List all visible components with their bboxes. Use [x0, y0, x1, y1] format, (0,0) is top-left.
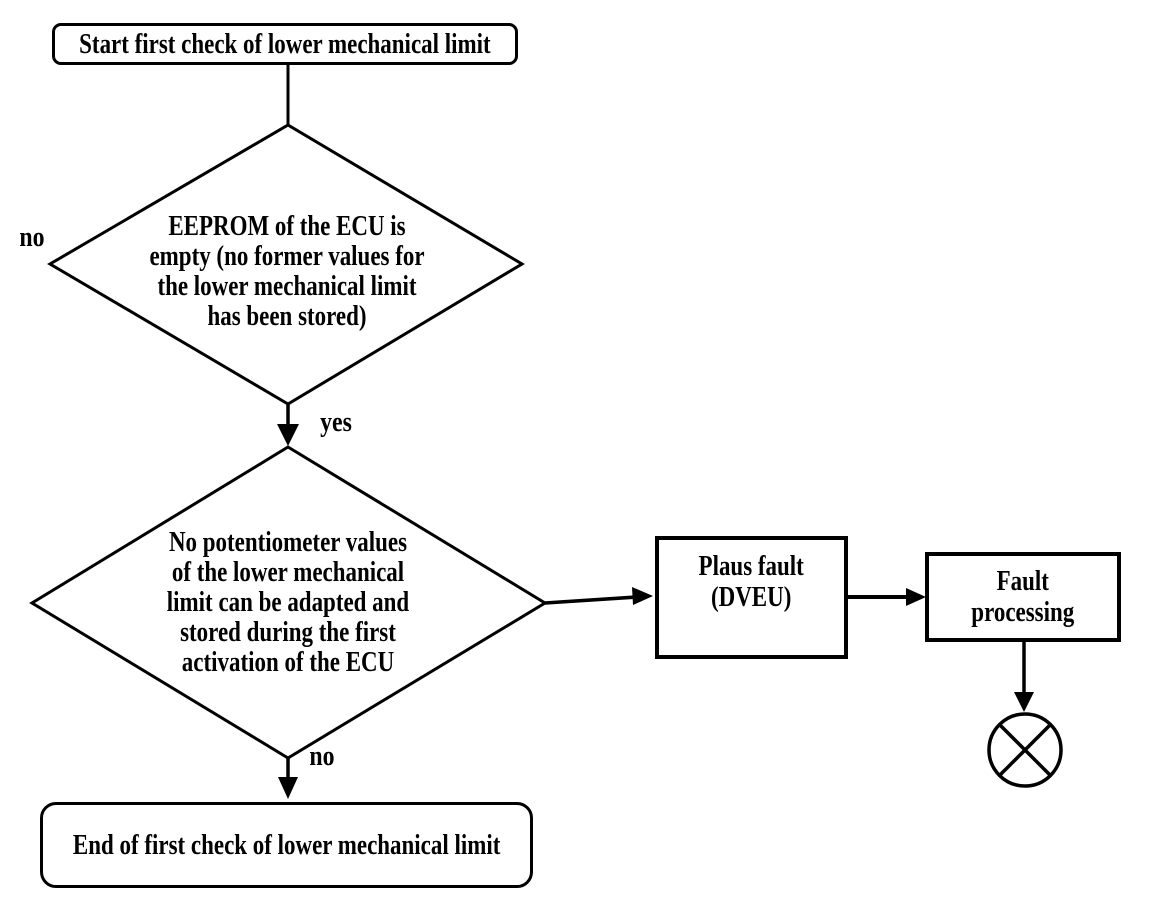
edge-plaus-to-fault-arrowhead	[906, 588, 926, 606]
edge-adaptation-to-plaus-arrowhead	[632, 587, 653, 605]
end-node-label: End of first check of lower mechanical l…	[72, 829, 501, 861]
edge-label-eeprom-no: no	[19, 222, 45, 253]
decision-adaptation-label: No potentiometer values of the lower mec…	[166, 527, 410, 678]
terminator-circle-x-icon	[987, 712, 1063, 788]
edge-label-eeprom-yes: yes	[320, 407, 352, 438]
fault-processing-node: Fault processing	[925, 552, 1121, 642]
edge-eeprom-yes-arrowhead	[277, 424, 299, 446]
plaus-fault-node: Plaus fault (DVEU)	[655, 536, 848, 659]
plaus-fault-node-label: Plaus fault (DVEU)	[698, 551, 805, 613]
edge-fault-to-terminator-arrowhead	[1014, 692, 1034, 712]
decision-eeprom-label: EEPROM of the ECU is empty (no former va…	[149, 211, 425, 332]
terminator-x-stroke-2	[998, 723, 1052, 777]
start-node: Start first check of lower mechanical li…	[52, 23, 518, 65]
edge-adaptation-no-arrowhead	[278, 777, 298, 799]
edge-label-adaptation-no: no	[309, 741, 335, 772]
start-node-label: Start first check of lower mechanical li…	[79, 28, 491, 60]
fault-processing-node-label: Fault processing	[971, 566, 1075, 628]
end-node: End of first check of lower mechanical l…	[40, 802, 533, 888]
edge-adaptation-to-plaus-line	[544, 595, 638, 605]
